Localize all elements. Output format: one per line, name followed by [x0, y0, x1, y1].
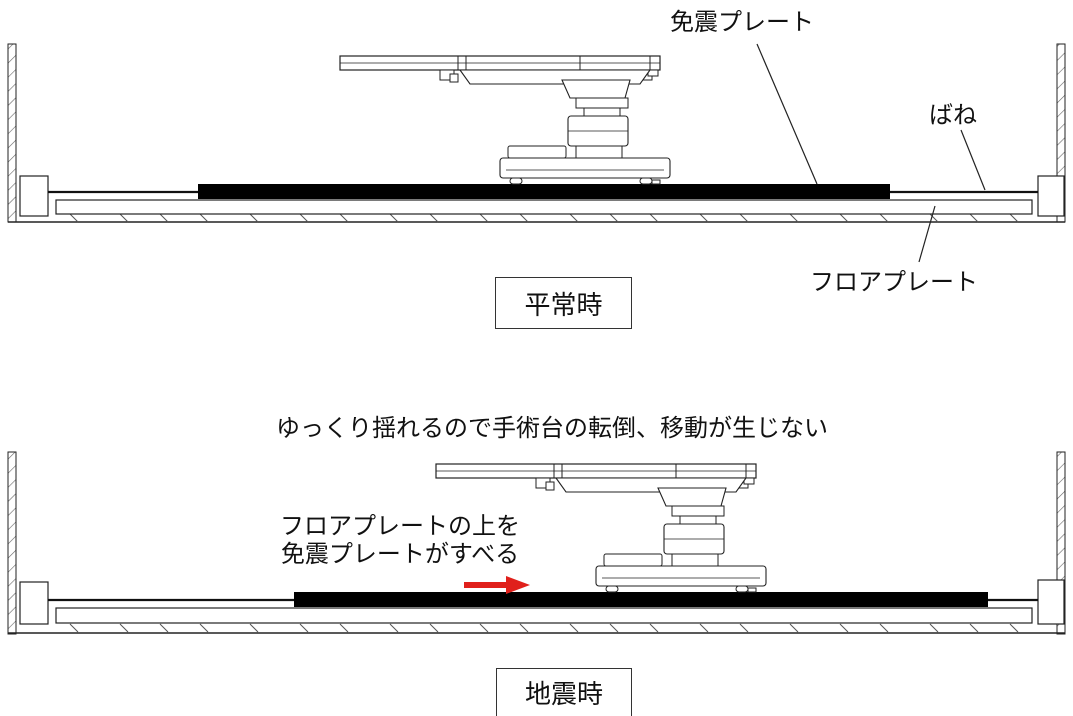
- floor-plate: [55, 199, 1033, 215]
- leader-isolation-plate: [756, 43, 818, 185]
- operating-table-icon: [339, 55, 671, 185]
- slide-note-line-2: 免震プレートがすべる: [280, 540, 520, 568]
- leader-floor-plate: [918, 205, 936, 263]
- floor-plate: [55, 607, 1033, 624]
- normal-state-box: 平常時: [495, 277, 632, 329]
- slide-note-line-1: フロアプレートの上を: [280, 512, 520, 540]
- leader-spring: [960, 129, 986, 191]
- isolation-plate: [198, 184, 890, 199]
- earthquake-scene: [7, 451, 1066, 635]
- right-wall: [1037, 451, 1066, 635]
- right-wall: [1037, 43, 1066, 223]
- spring-label: ばね: [929, 101, 977, 129]
- slide-note: フロアプレートの上を 免震プレートがすべる: [280, 512, 520, 568]
- earthquake-caption: ゆっくり揺れるので手術台の転倒、移動が生じない: [276, 414, 828, 442]
- left-wall: [7, 43, 49, 223]
- isolation-plate-label: 免震プレート: [670, 8, 814, 36]
- floor-slab: [8, 623, 1065, 634]
- isolation-plate: [294, 592, 988, 607]
- normal-scene: [7, 43, 1066, 263]
- earthquake-state-box: 地震時: [496, 668, 632, 716]
- floor-plate-label: フロアプレート: [810, 268, 978, 296]
- floor-slab: [8, 213, 1065, 223]
- left-wall: [7, 451, 49, 635]
- red-right-arrow-icon: [464, 576, 530, 594]
